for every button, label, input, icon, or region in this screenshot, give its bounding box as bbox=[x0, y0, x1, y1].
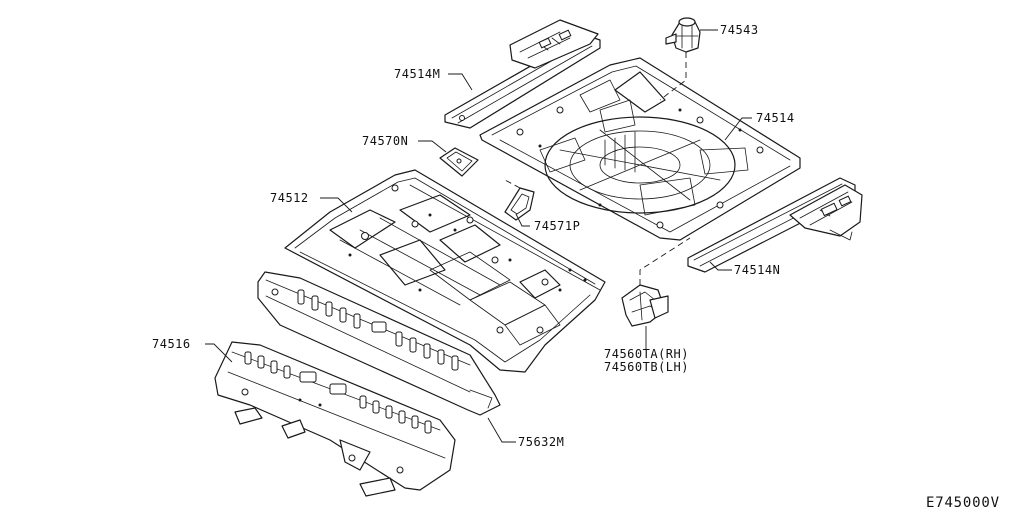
label-74516: 74516 bbox=[152, 337, 191, 351]
part-74514-rear-floor bbox=[479, 57, 801, 241]
phantom-line-74571P bbox=[504, 179, 521, 189]
part-75632M-crossmember bbox=[257, 271, 501, 416]
label-74514M: 74514M bbox=[394, 67, 440, 81]
part-74571P-plate bbox=[504, 187, 535, 221]
label-74512: 74512 bbox=[270, 191, 309, 205]
leader-74514 bbox=[724, 117, 752, 141]
leader-74514N bbox=[709, 261, 732, 271]
leader-74571P bbox=[515, 213, 530, 227]
part-74514N-rail bbox=[687, 177, 863, 273]
label-74570N: 74570N bbox=[362, 134, 408, 148]
leader-74516 bbox=[205, 343, 233, 363]
part-74570N-plate bbox=[439, 147, 479, 177]
diagram-code: E745000V bbox=[926, 495, 1000, 511]
label-75632M: 75632M bbox=[518, 435, 564, 449]
label-74571P: 74571P bbox=[534, 219, 580, 233]
label-74514N: 74514N bbox=[734, 263, 780, 277]
label-74560TA: 74560TA(RH) bbox=[604, 347, 689, 361]
leader-74514M bbox=[448, 73, 473, 91]
leader-74512 bbox=[320, 197, 353, 213]
part-74512-center-floor bbox=[284, 169, 606, 373]
part-74560-bracket bbox=[621, 284, 669, 327]
part-74514M-rail bbox=[444, 19, 601, 129]
rear-member-slots bbox=[244, 351, 432, 434]
part-74543-bracket bbox=[665, 17, 701, 53]
label-74543: 74543 bbox=[720, 23, 759, 37]
label-74560TB: 74560TB(LH) bbox=[604, 360, 689, 374]
leader-75632M bbox=[487, 417, 516, 443]
part-74516-rear-member bbox=[214, 341, 456, 497]
phantom-line-74560 bbox=[639, 237, 691, 285]
leader-74570N bbox=[418, 140, 447, 153]
crossmember-slots bbox=[297, 289, 459, 371]
label-74514: 74514 bbox=[756, 111, 795, 125]
